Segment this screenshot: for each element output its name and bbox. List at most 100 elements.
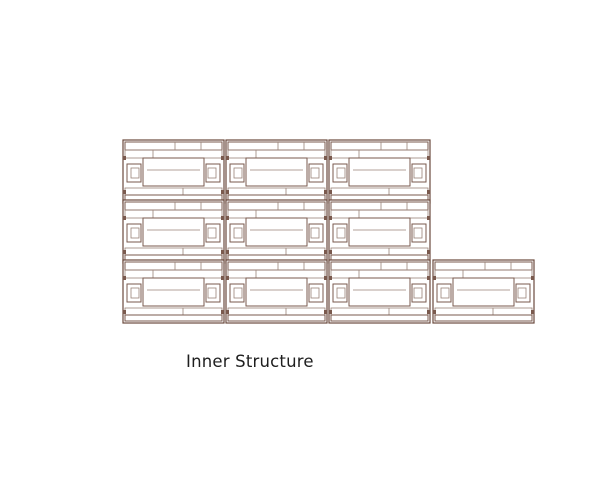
right-tab-inner bbox=[413, 287, 423, 299]
corner-notch bbox=[531, 310, 534, 314]
corner-notch bbox=[226, 156, 229, 160]
module-block-5 bbox=[225, 199, 328, 264]
inner-cavity bbox=[348, 217, 411, 247]
module-block-6 bbox=[328, 199, 431, 264]
corner-notch bbox=[123, 216, 126, 220]
left-tab bbox=[126, 223, 142, 243]
module-block-7 bbox=[122, 259, 225, 324]
corner-notch bbox=[427, 216, 430, 220]
inner-cavity bbox=[245, 157, 308, 187]
corner-notch bbox=[329, 156, 332, 160]
module-block-10 bbox=[432, 259, 535, 324]
inner-cavity bbox=[452, 277, 515, 307]
corner-notch bbox=[226, 276, 229, 280]
corner-notch bbox=[427, 310, 430, 314]
corner-notch bbox=[221, 250, 224, 254]
left-tab-inner bbox=[233, 287, 243, 299]
inner-cavity bbox=[245, 217, 308, 247]
corner-notch bbox=[324, 310, 327, 314]
corner-notch bbox=[324, 156, 327, 160]
left-tab bbox=[229, 163, 245, 183]
left-tab-inner bbox=[130, 287, 140, 299]
base-slab bbox=[330, 314, 429, 322]
corner-notch bbox=[433, 310, 436, 314]
right-tab bbox=[205, 283, 221, 303]
right-tab bbox=[205, 163, 221, 183]
corner-notch bbox=[427, 156, 430, 160]
corner-notch bbox=[329, 216, 332, 220]
right-tab-inner bbox=[310, 167, 320, 179]
right-tab bbox=[411, 283, 427, 303]
inner-cavity bbox=[142, 217, 205, 247]
right-tab bbox=[205, 223, 221, 243]
left-tab-inner bbox=[130, 167, 140, 179]
corner-notch bbox=[427, 276, 430, 280]
corner-notch bbox=[221, 190, 224, 194]
right-tab bbox=[515, 283, 531, 303]
module-block-1 bbox=[122, 139, 225, 204]
corner-notch bbox=[123, 250, 126, 254]
base-slab bbox=[434, 314, 533, 322]
right-tab bbox=[308, 283, 324, 303]
corner-notch bbox=[329, 276, 332, 280]
left-tab-inner bbox=[440, 287, 450, 299]
right-tab-inner bbox=[310, 287, 320, 299]
left-tab-inner bbox=[130, 227, 140, 239]
corner-notch bbox=[226, 190, 229, 194]
module-block-3 bbox=[328, 139, 431, 204]
corner-notch bbox=[123, 276, 126, 280]
module-block-2 bbox=[225, 139, 328, 204]
corner-notch bbox=[329, 250, 332, 254]
corner-notch bbox=[221, 156, 224, 160]
corner-notch bbox=[324, 190, 327, 194]
left-tab bbox=[332, 223, 348, 243]
left-tab bbox=[332, 163, 348, 183]
corner-notch bbox=[226, 250, 229, 254]
left-tab bbox=[229, 223, 245, 243]
inner-cavity bbox=[245, 277, 308, 307]
diagram-caption: Inner Structure bbox=[186, 352, 314, 371]
right-tab bbox=[308, 163, 324, 183]
corner-notch bbox=[324, 216, 327, 220]
right-tab-inner bbox=[517, 287, 527, 299]
corner-notch bbox=[329, 190, 332, 194]
left-tab bbox=[126, 163, 142, 183]
corner-notch bbox=[123, 310, 126, 314]
corner-notch bbox=[427, 190, 430, 194]
left-tab bbox=[126, 283, 142, 303]
inner-cavity bbox=[348, 157, 411, 187]
inner-cavity bbox=[142, 277, 205, 307]
module-block-8 bbox=[225, 259, 328, 324]
module-block-4 bbox=[122, 199, 225, 264]
right-tab bbox=[308, 223, 324, 243]
left-tab-inner bbox=[233, 167, 243, 179]
module-block-9 bbox=[328, 259, 431, 324]
left-tab-inner bbox=[336, 167, 346, 179]
corner-notch bbox=[433, 276, 436, 280]
inner-cavity bbox=[348, 277, 411, 307]
right-tab-inner bbox=[207, 227, 217, 239]
corner-notch bbox=[324, 276, 327, 280]
left-tab-inner bbox=[233, 227, 243, 239]
right-tab-inner bbox=[310, 227, 320, 239]
corner-notch bbox=[329, 310, 332, 314]
inner-cavity bbox=[142, 157, 205, 187]
left-tab-inner bbox=[336, 227, 346, 239]
left-tab bbox=[332, 283, 348, 303]
corner-notch bbox=[226, 310, 229, 314]
corner-notch bbox=[221, 216, 224, 220]
corner-notch bbox=[221, 310, 224, 314]
corner-notch bbox=[226, 216, 229, 220]
left-tab bbox=[229, 283, 245, 303]
base-slab bbox=[124, 314, 223, 322]
left-tab-inner bbox=[336, 287, 346, 299]
corner-notch bbox=[123, 156, 126, 160]
corner-notch bbox=[123, 190, 126, 194]
right-tab-inner bbox=[207, 167, 217, 179]
right-tab-inner bbox=[413, 167, 423, 179]
right-tab bbox=[411, 163, 427, 183]
corner-notch bbox=[221, 276, 224, 280]
right-tab-inner bbox=[207, 287, 217, 299]
base-slab bbox=[227, 314, 326, 322]
